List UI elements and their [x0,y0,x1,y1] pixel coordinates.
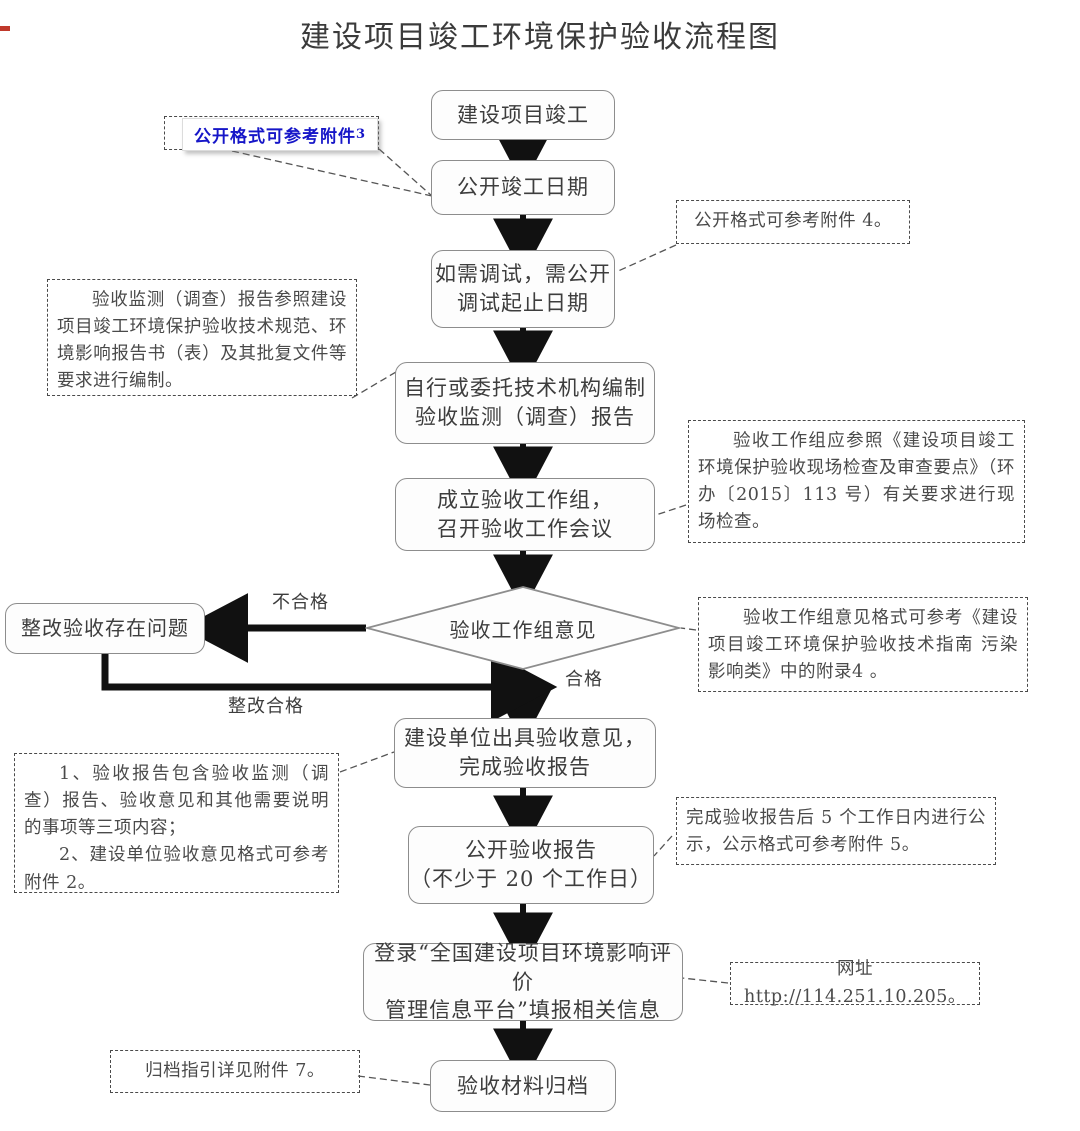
node-label-line2: 召开验收工作会议 [437,516,613,541]
diamond-shape [365,586,681,670]
note-attachment4: 公开格式可参考附件 4。 [676,200,910,244]
decision-workgroup-opinion[interactable]: 验收工作组意见 [365,585,681,671]
node-label: 公开竣工日期 [457,175,589,200]
note-monitoring-report-text: 验收监测（调查）报告参照建设项目竣工环境保护验收技术规范、环境影响报告书（表）及… [57,290,347,392]
edge-label-fail: 不合格 [272,592,329,613]
note-publicity: 完成验收报告后 5 个工作日内进行公示，公示格式可参考附件 5。 [676,797,996,865]
note-workgroup-inspection-text: 验收工作组应参照《建设项目竣工环境保护验收现场检查及审查要点》（环办〔2015〕… [698,431,1015,533]
note-attachment4-text: 公开格式可参考附件 4。 [694,211,892,232]
page-title: 建设项目竣工环境保护验收流程图 [300,20,780,55]
note-report-contents-line1: 1、验收报告包含验收监测（调查）报告、验收意见和其他需要说明的事项等三项内容； [24,764,329,839]
node-archive-materials[interactable]: 验收材料归档 [430,1060,616,1112]
note-archive: 归档指引详见附件 7。 [110,1050,360,1093]
node-label: 整改验收存在问题 [21,615,189,640]
node-publish-completion-date[interactable]: 公开竣工日期 [431,160,615,215]
decision-label: 验收工作组意见 [449,617,597,642]
node-label-line1: 登录“全国建设项目环境影响评价 [374,940,672,994]
note-attachment3-text: 公开格式可参考附件 [193,127,356,147]
node-publish-acceptance-report[interactable]: 公开验收报告 （不少于 20 个工作日） [408,826,654,904]
node-label-line2: 验收监测（调查）报告 [415,405,635,429]
note-report-contents: 1、验收报告包含验收监测（调查）报告、验收意见和其他需要说明的事项等三项内容； … [14,753,339,893]
node-report-to-platform[interactable]: 登录“全国建设项目环境影响评价 管理信息平台”填报相关信息 [363,941,683,1022]
note-website: 网址 http://114.251.10.205。 [730,959,980,1007]
node-label-line1: 自行或委托技术机构编制 [404,376,646,401]
note-workgroup-opinion: 验收工作组意见格式可参考《建设项目竣工环境保护验收技术指南 污染影响类》中的附录… [698,597,1028,692]
scan-corner-mark [0,26,10,31]
node-issue-acceptance-opinion[interactable]: 建设单位出具验收意见， 完成验收报告 [394,718,656,788]
note-report-contents-line2: 2、建设单位验收意见格式可参考附件 2。 [24,845,329,893]
note-workgroup-opinion-text: 验收工作组意见格式可参考《建设项目竣工环境保护验收技术指南 污染影响类》中的附录… [708,608,1018,683]
node-label-line2: 调试起止日期 [457,291,589,315]
node-label: 验收材料归档 [457,1073,589,1098]
node-label-line2: 管理信息平台”填报相关信息 [385,998,661,1023]
node-label-line1: 公开验收报告 [464,838,597,863]
note-publicity-text: 完成验收报告后 5 个工作日内进行公示，公示格式可参考附件 5。 [686,808,986,856]
note-workgroup-inspection: 验收工作组应参照《建设项目竣工环境保护验收现场检查及审查要点》（环办〔2015〕… [688,420,1025,543]
note-archive-text: 归档指引详见附件 7。 [145,1060,325,1081]
node-commissioning-dates[interactable]: 如需调试，需公开 调试起止日期 [431,250,615,328]
node-prepare-acceptance-report[interactable]: 自行或委托技术机构编制 验收监测（调查）报告 [395,362,655,444]
edge-label-rectified: 整改合格 [228,696,304,717]
node-label-line1: 建设单位出具验收意见， [404,726,646,751]
node-label: 建设项目竣工 [457,102,589,127]
note-monitoring-report: 验收监测（调查）报告参照建设项目竣工环境保护验收技术规范、环境影响报告书（表）及… [47,279,357,396]
node-label-line1: 成立验收工作组， [437,487,613,512]
node-label-line2: 完成验收报告 [459,755,591,779]
node-establish-workgroup[interactable]: 成立验收工作组， 召开验收工作会议 [395,478,655,551]
note-attachment3-number: 3 [355,127,367,142]
node-label-line2: （不少于 20 个工作日） [409,867,653,891]
node-rectify-issues[interactable]: 整改验收存在问题 [5,603,205,654]
edge-label-pass: 合格 [565,669,603,690]
node-project-completion[interactable]: 建设项目竣工 [431,90,615,140]
node-label-line1: 如需调试，需公开 [435,262,611,287]
note-website-text: 网址 http://114.251.10.205。 [744,959,966,1007]
